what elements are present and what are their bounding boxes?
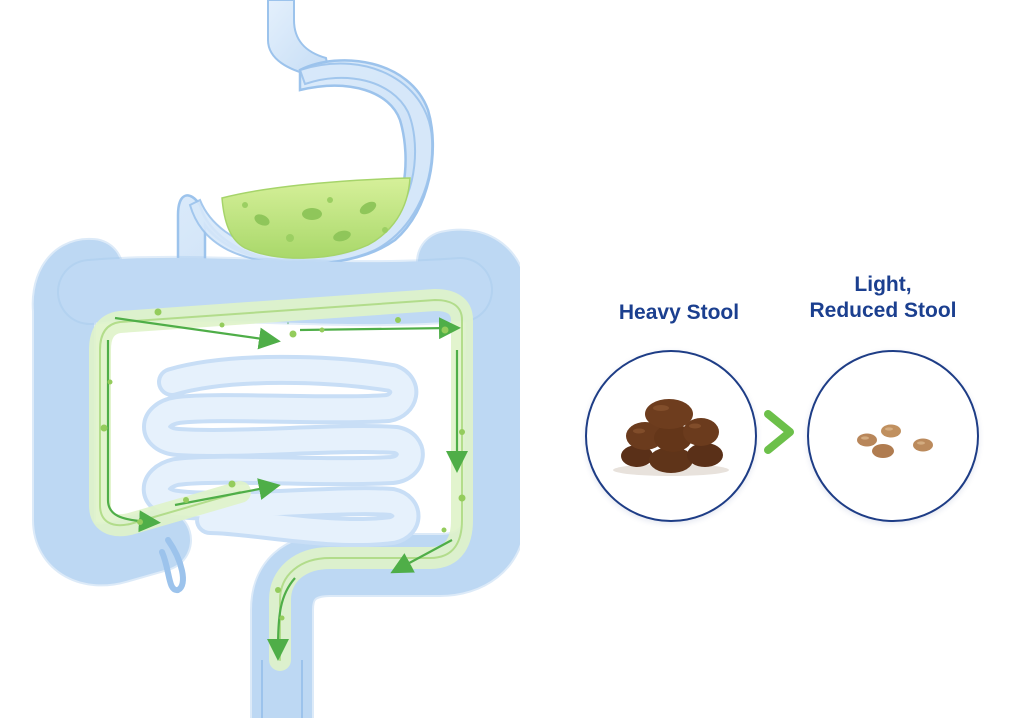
- heavy-stool-label: Heavy Stool: [618, 301, 740, 324]
- light-stool-image: [857, 424, 933, 458]
- heavy-stool-image: [613, 399, 729, 476]
- digestive-tract-illustration: [31, 0, 520, 718]
- food-particles: [100, 308, 466, 621]
- digestion-flow-path: [89, 289, 473, 671]
- light-stool-circle: [807, 350, 979, 522]
- appendix: [159, 537, 186, 593]
- heavy-stool-circle: [585, 350, 757, 522]
- chevron-right-icon: [764, 410, 794, 454]
- light-stool-label: Light, Reduced Stool: [809, 273, 957, 322]
- small-intestine: [141, 354, 425, 547]
